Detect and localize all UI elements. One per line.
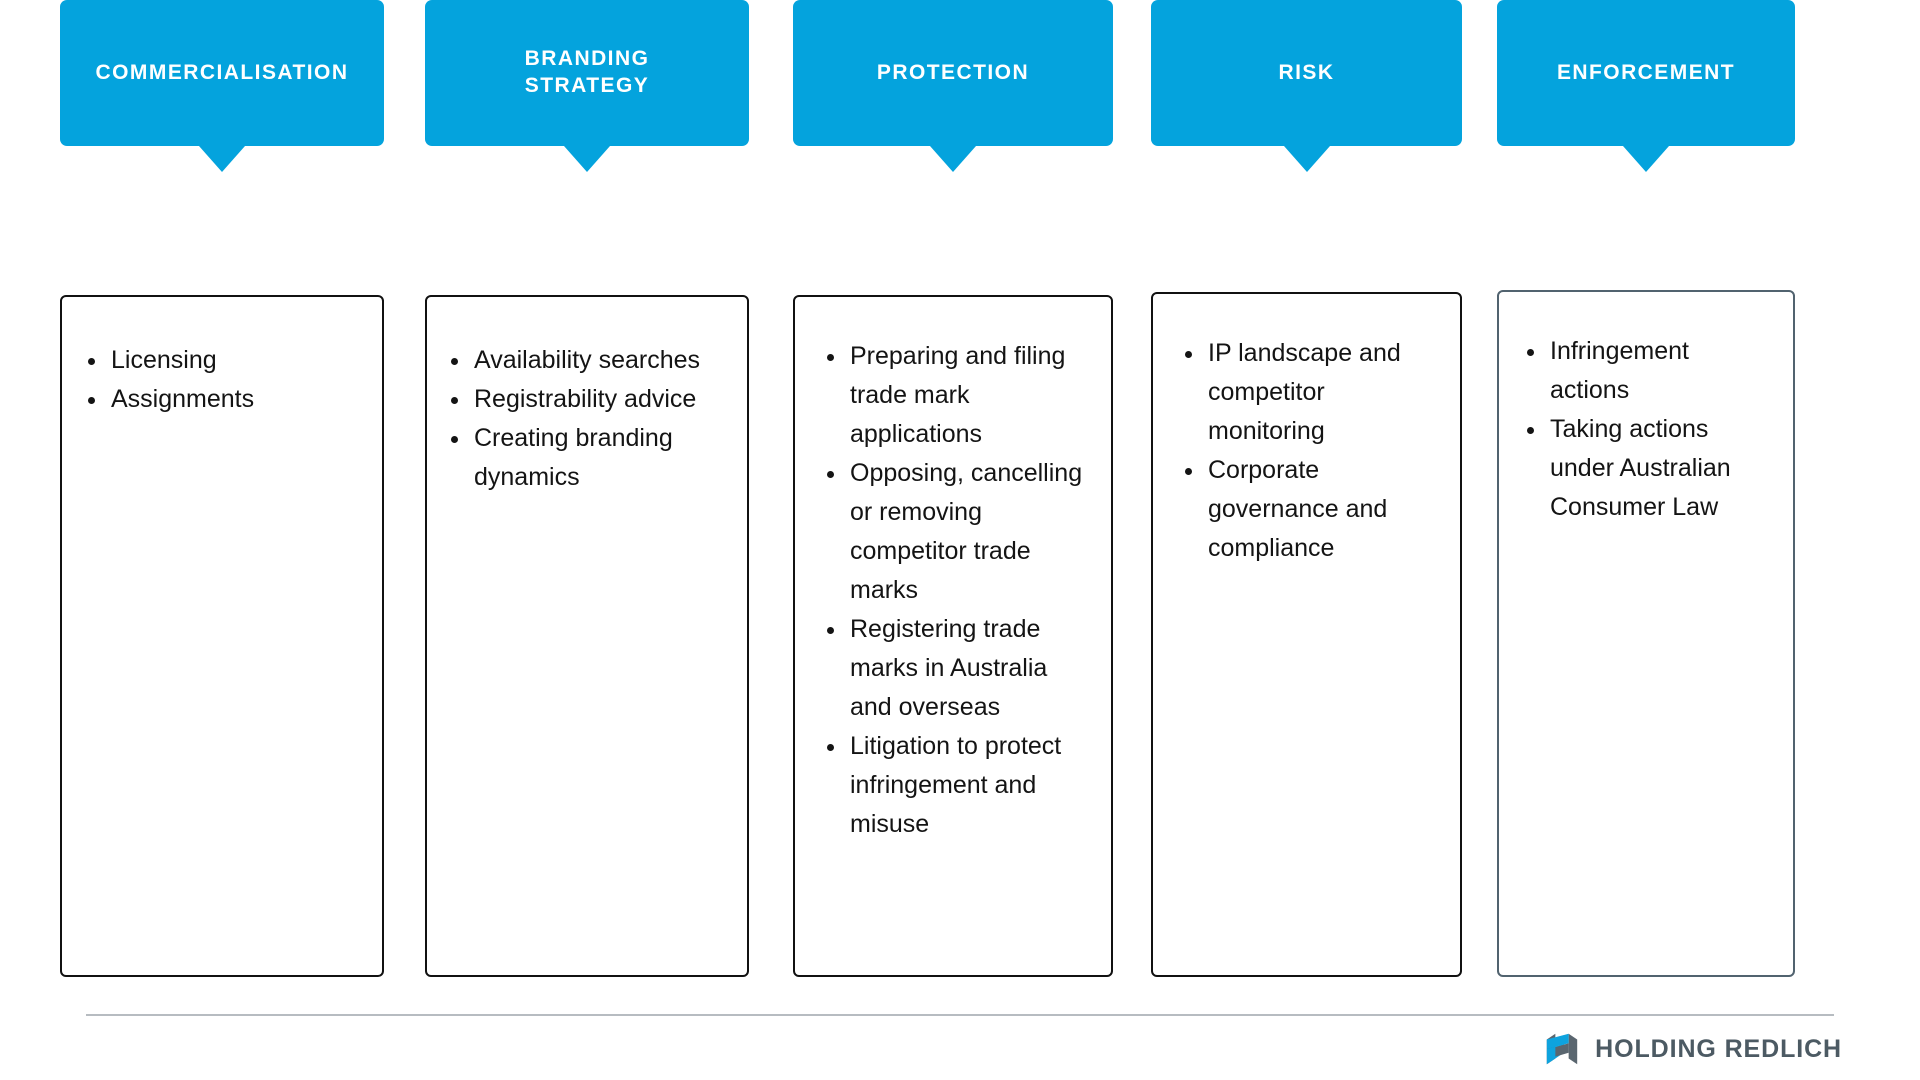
list-item: Preparing and filing trade mark applicat… — [823, 337, 1083, 454]
list-item: IP landscape and competitor monitoring — [1181, 334, 1438, 451]
service-columns: COMMERCIALISATION Licensing Assignments … — [60, 0, 1795, 977]
header-callout-branding-strategy[interactable]: BRANDING STRATEGY — [425, 0, 749, 146]
body-box-enforcement: Infringement actions Taking actions unde… — [1497, 290, 1795, 977]
header-tail-icon — [1623, 146, 1669, 172]
list-item: Infringement actions — [1523, 332, 1771, 410]
header-tail-icon — [564, 146, 610, 172]
header-label: RISK — [1278, 60, 1335, 84]
brand-logo: HOLDING REDLICH — [1543, 1030, 1842, 1068]
header-callout-commercialisation[interactable]: COMMERCIALISATION — [60, 0, 384, 146]
list-item: Assignments — [84, 380, 360, 419]
header-tail-icon — [930, 146, 976, 172]
holding-redlich-h-mark-icon — [1546, 1033, 1578, 1065]
brand-name: HOLDING REDLICH — [1595, 1034, 1842, 1063]
body-box-commercialisation: Licensing Assignments — [60, 295, 384, 977]
header-callout-risk[interactable]: RISK — [1151, 0, 1462, 146]
header-label-line: STRATEGY — [524, 74, 650, 97]
body-box-risk: IP landscape and competitor monitoring C… — [1151, 292, 1462, 977]
header-label: PROTECTION — [876, 60, 1030, 84]
bullet-list: Licensing Assignments — [84, 341, 360, 419]
bullet-list: Preparing and filing trade mark applicat… — [823, 337, 1083, 844]
header-label: COMMERCIALISATION — [95, 60, 349, 84]
list-item: Registering trade marks in Australia and… — [823, 610, 1083, 727]
header-label: ENFORCEMENT — [1556, 60, 1736, 84]
header-label: BRANDING STRATEGY — [515, 46, 660, 100]
body-box-protection: Preparing and filing trade mark applicat… — [793, 295, 1113, 977]
list-item: Availability searches — [447, 341, 727, 380]
list-item: Licensing — [84, 341, 360, 380]
list-item: Registrability advice — [447, 380, 727, 419]
header-callout-protection[interactable]: PROTECTION — [793, 0, 1113, 146]
header-label-line: BRANDING — [524, 47, 650, 71]
header-tail-icon — [1283, 146, 1330, 172]
bullet-list: IP landscape and competitor monitoring C… — [1181, 334, 1438, 568]
list-item: Litigation to protect infringement and m… — [823, 727, 1083, 844]
list-item: Opposing, cancelling or removing competi… — [823, 454, 1083, 610]
footer-divider — [86, 1014, 1834, 1016]
header-tail-icon — [199, 146, 245, 172]
list-item: Corporate governance and compliance — [1181, 451, 1438, 568]
bullet-list: Availability searches Registrability adv… — [447, 341, 727, 497]
bullet-list: Infringement actions Taking actions unde… — [1523, 332, 1771, 527]
list-item: Creating branding dynamics — [447, 419, 727, 497]
list-item: Taking actions under Australian Consumer… — [1523, 410, 1771, 527]
body-box-branding-strategy: Availability searches Registrability adv… — [425, 295, 749, 977]
header-callout-enforcement[interactable]: ENFORCEMENT — [1497, 0, 1795, 146]
